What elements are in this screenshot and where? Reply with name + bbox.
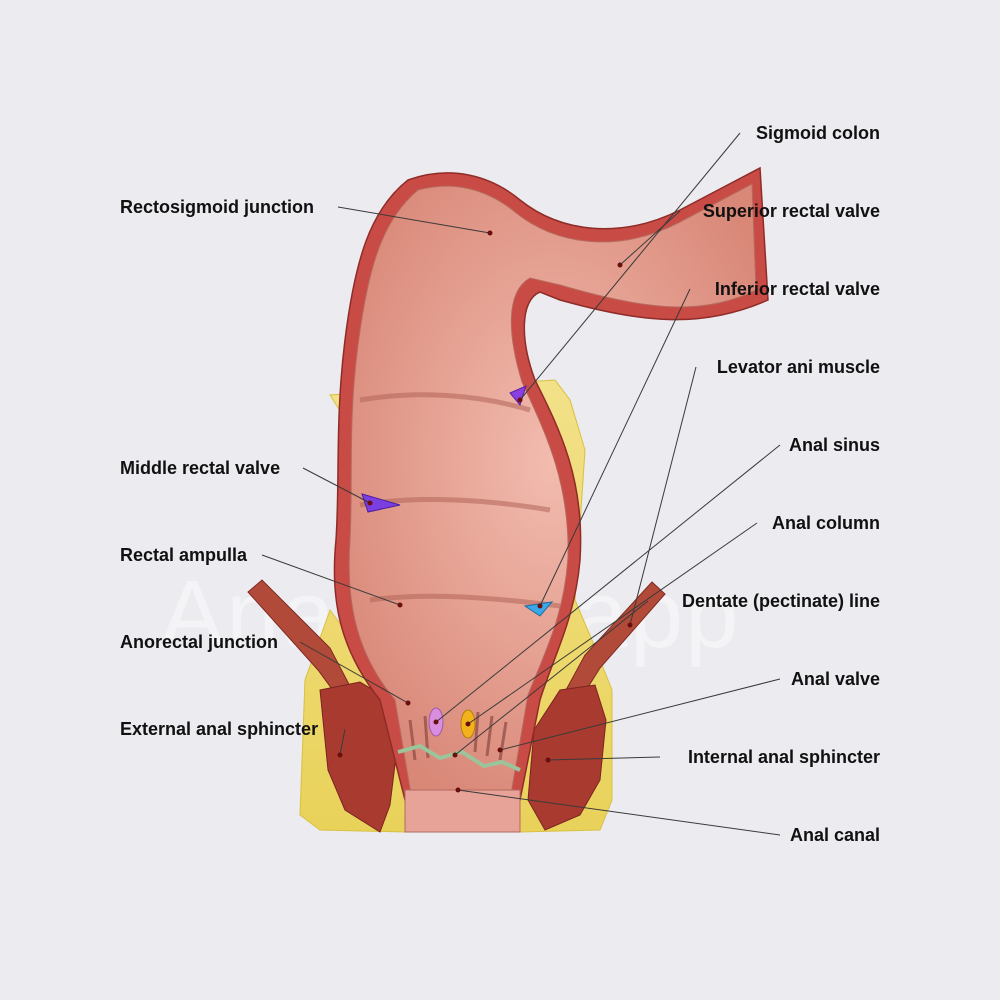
label-anal-valve: Anal valve bbox=[790, 669, 880, 689]
middle-rectal-valve-mark bbox=[361, 493, 401, 513]
label-external-anal-sphincter: External anal sphincter bbox=[120, 719, 319, 739]
label-levator-ani-muscle: Levator ani muscle bbox=[716, 357, 880, 377]
label-middle-rectal-valve: Middle rectal valve bbox=[120, 458, 281, 478]
superior-rectal-valve-mark bbox=[509, 385, 527, 407]
label-rectosigmoid-junction: Rectosigmoid junction bbox=[120, 197, 315, 217]
external-sphincter-right bbox=[527, 684, 607, 831]
label-anorectal-junction: Anorectal junction bbox=[120, 632, 279, 652]
label-superior-rectal-valve: Superior rectal valve bbox=[702, 201, 880, 221]
fold-inferior bbox=[369, 593, 561, 609]
label-internal-anal-sphincter: Internal anal sphincter bbox=[687, 747, 880, 767]
fold-superior bbox=[359, 392, 531, 413]
label-anal-sinus: Anal sinus bbox=[788, 435, 880, 455]
label-inferior-rectal-valve: Inferior rectal valve bbox=[714, 279, 880, 299]
label-sigmoid-colon: Sigmoid colon bbox=[756, 123, 880, 143]
external-sphincter-left bbox=[319, 681, 399, 833]
pointer-dots bbox=[337, 230, 633, 793]
anal-canal-tube bbox=[404, 789, 521, 833]
label-anal-canal: Anal canal bbox=[789, 825, 880, 845]
rectal-mucosa bbox=[348, 183, 757, 801]
leader-lines bbox=[261, 132, 781, 836]
label-rectal-ampulla: Rectal ampulla bbox=[120, 545, 248, 565]
label-dentate-line: Dentate (pectinate) line bbox=[681, 591, 880, 611]
label-anal-column: Anal column bbox=[771, 513, 880, 533]
dentate-line bbox=[397, 743, 521, 772]
